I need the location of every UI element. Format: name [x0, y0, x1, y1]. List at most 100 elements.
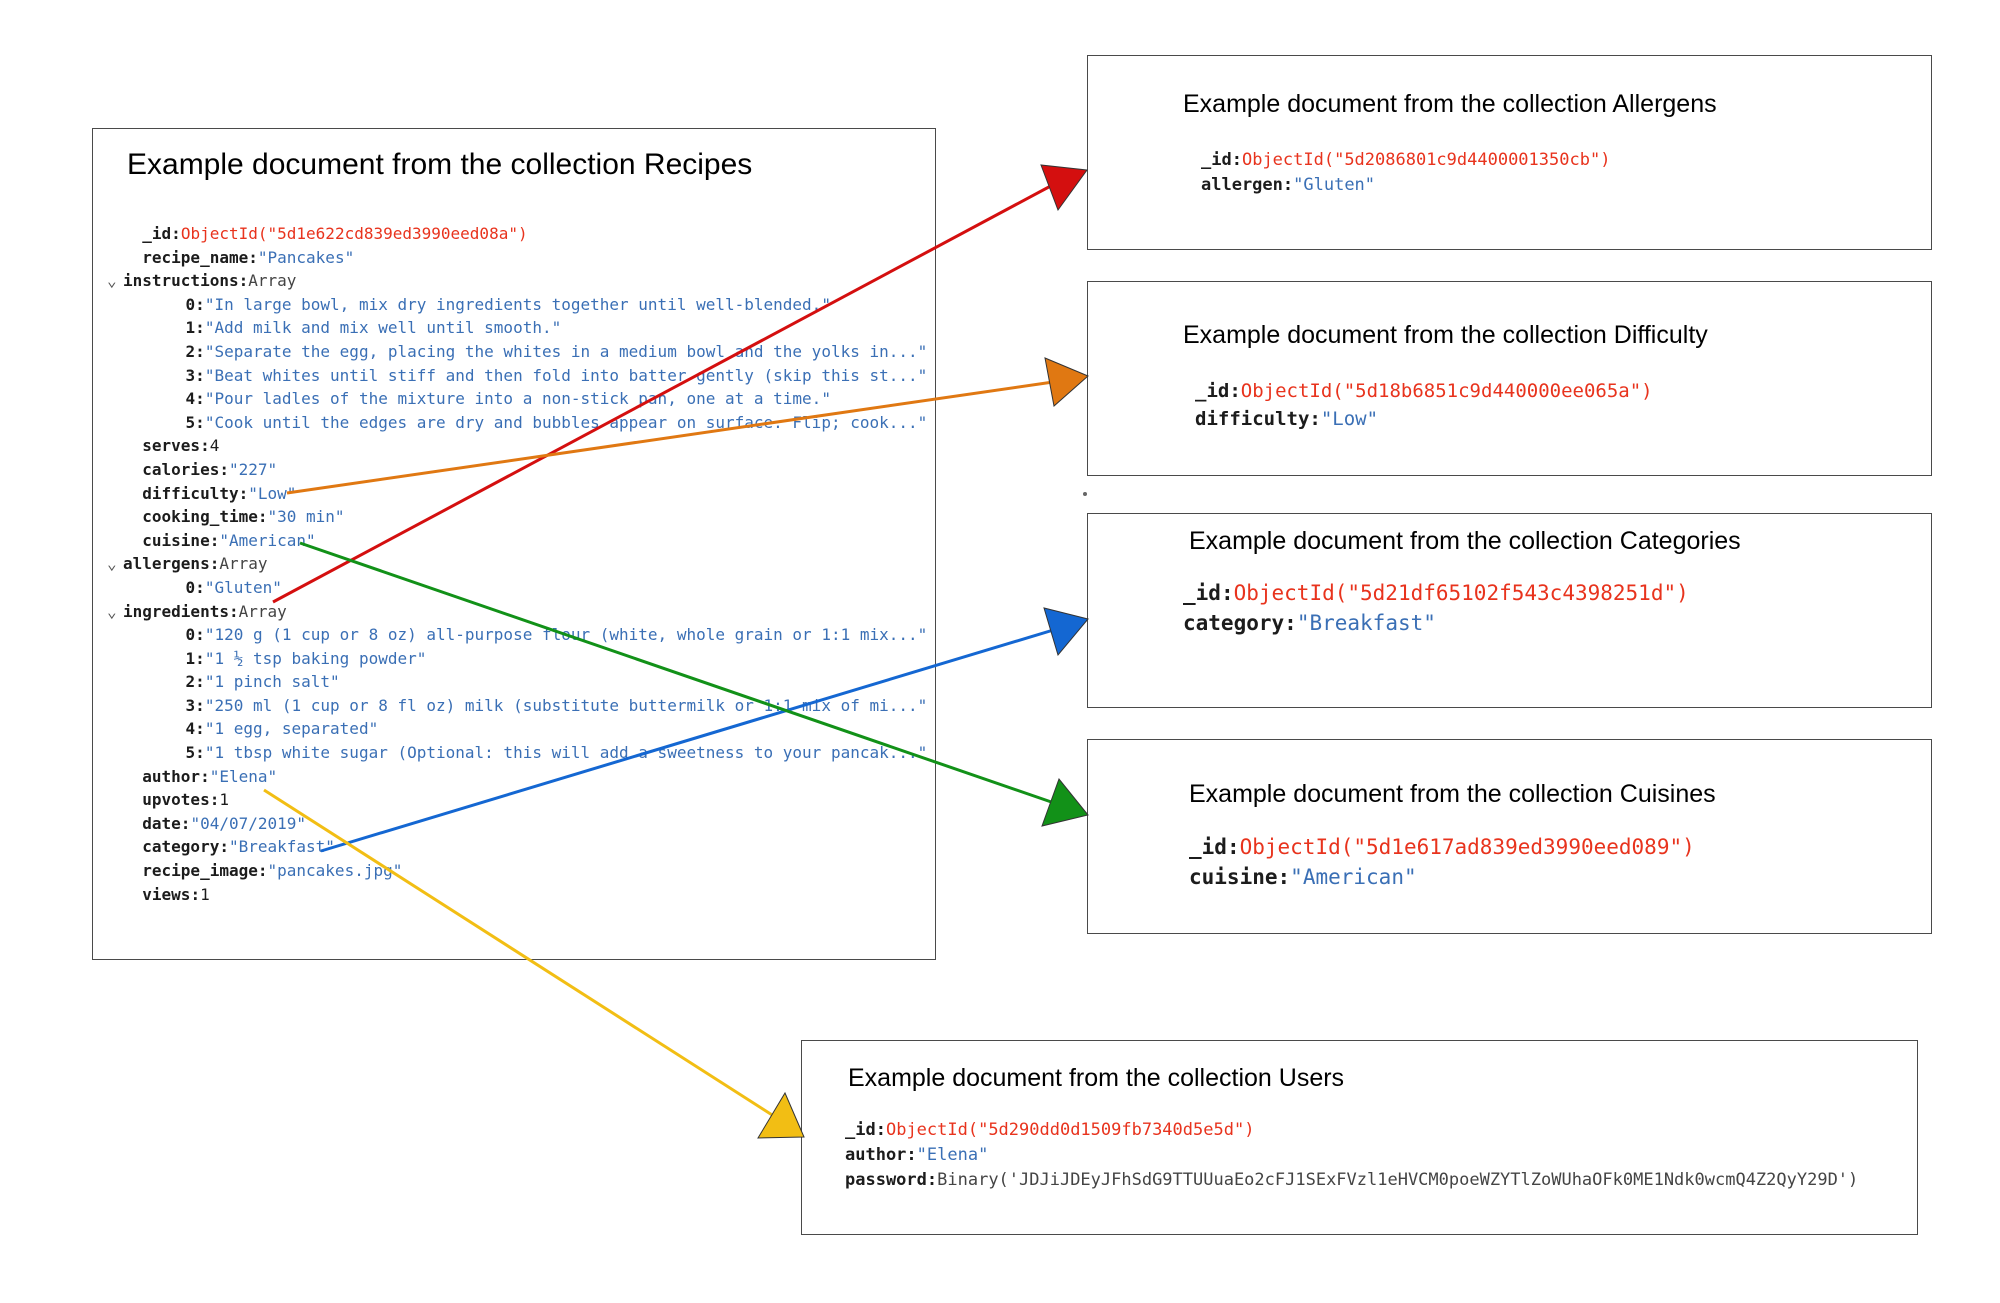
field-value: ObjectId("5d1e622cd839ed3990eed08a")	[180, 224, 528, 243]
field-value: "In large bowl, mix dry ingredients toge…	[204, 294, 831, 314]
field-value: "Breakfast"	[228, 837, 335, 857]
indent-spacer	[147, 649, 186, 668]
field-colon: :	[195, 672, 205, 692]
field-value: "250 ml (1 cup or 8 fl oz) milk (substit…	[204, 695, 928, 715]
field-value: "1 ½ tsp baking powder"	[204, 648, 427, 668]
field-value: Array	[219, 554, 268, 574]
indent-spacer	[147, 672, 186, 691]
field-key: cuisine	[1189, 865, 1278, 889]
recipes-field-line: upvotes:1	[123, 788, 927, 812]
field-key: 1	[185, 318, 196, 338]
field-key: upvotes	[142, 790, 210, 810]
field-key: recipe_image	[142, 861, 258, 881]
field-key: _id	[1189, 835, 1227, 859]
field-key: 5	[185, 412, 196, 432]
field-value: "Breakfast"	[1296, 611, 1436, 635]
indent-spacer	[123, 507, 142, 526]
field-value: 4	[209, 436, 220, 456]
indent-spacer	[147, 318, 186, 337]
field-value: "Beat whites until stiff and then fold i…	[204, 365, 928, 385]
indent-spacer	[123, 861, 142, 880]
indent-spacer	[147, 342, 186, 361]
field-colon: :	[926, 1170, 938, 1190]
field-key: cooking_time	[142, 507, 258, 527]
expand-chevron-icon[interactable]: ⌄	[107, 554, 117, 574]
field-key: _id	[845, 1120, 876, 1140]
field-colon: :	[200, 766, 210, 786]
field-key: 1	[185, 648, 196, 668]
cuisines-document: _id:ObjectId("5d1e617ad839ed3990eed089")…	[1189, 832, 1695, 892]
recipes-field-line: 5:"Cook until the edges are dry and bubb…	[123, 411, 928, 435]
field-value: "Pour ladles of the mixture into a non-s…	[204, 389, 831, 409]
difficulty-arrowhead	[1044, 357, 1089, 407]
field-value: "Low"	[248, 483, 297, 503]
field-colon: :	[228, 601, 239, 621]
users-field-line: password:Binary('JDJiJDEyJFhSdG9TTUUuaEo…	[845, 1168, 1858, 1193]
recipes-field-line: 5:"1 tbsp white sugar (Optional: this wi…	[123, 741, 928, 765]
field-value: 1	[200, 884, 210, 904]
field-colon: :	[195, 577, 205, 597]
field-key: allergens	[123, 554, 210, 574]
field-key: 5	[185, 743, 196, 763]
field-key: views	[142, 884, 191, 904]
field-value: "Elena"	[916, 1145, 989, 1165]
recipes-field-line: category:"Breakfast"	[123, 835, 927, 859]
recipes-field-line: 1:"Add milk and mix well until smooth."	[123, 316, 927, 340]
field-colon: :	[906, 1145, 917, 1165]
expand-chevron-icon[interactable]: ⌄	[107, 601, 117, 621]
field-value: ObjectId("5d2086801c9d4400001350cb")	[1241, 150, 1611, 170]
categories-field-line: _id:ObjectId("5d21df65102f543c4398251d")	[1183, 578, 1689, 608]
field-colon: :	[195, 648, 205, 668]
indent-spacer	[147, 743, 186, 762]
cuisines-arrowhead	[1041, 777, 1089, 827]
field-key: _id	[142, 224, 172, 243]
difficulty-field-line: difficulty:"Low"	[1195, 405, 1653, 433]
expand-chevron-icon[interactable]: ⌄	[107, 271, 117, 291]
indent-spacer	[147, 719, 186, 738]
recipes-field-line: recipe_name:"Pancakes"	[123, 246, 927, 270]
indent-spacer	[123, 837, 142, 856]
field-colon: :	[195, 412, 205, 432]
field-colon: :	[195, 341, 205, 361]
field-colon: :	[1229, 380, 1241, 402]
indent-spacer	[123, 814, 142, 833]
allergens-document: _id:ObjectId("5d2086801c9d4400001350cb")…	[1201, 148, 1610, 198]
recipes-field-line: 0:"Gluten"	[123, 576, 927, 600]
field-key: allergen	[1201, 175, 1283, 195]
field-value: ObjectId("5d18b6851c9d440000ee065a")	[1240, 380, 1653, 402]
field-value: "227"	[228, 459, 278, 479]
indent-spacer	[123, 790, 142, 809]
field-colon: :	[1277, 865, 1291, 889]
allergens-arrowhead	[1040, 164, 1088, 212]
field-colon: :	[195, 389, 205, 409]
field-colon: :	[1309, 408, 1321, 430]
recipes-field-line: _id:ObjectId("5d1e622cd839ed3990eed08a")	[123, 222, 927, 246]
field-value: Array	[248, 271, 297, 291]
field-colon: :	[238, 271, 249, 291]
indent-spacer	[123, 484, 142, 503]
field-value: "30 min"	[267, 507, 345, 527]
indent-spacer	[147, 389, 186, 408]
field-value: "Separate the egg, placing the whites in…	[204, 341, 928, 361]
field-colon: :	[195, 719, 205, 739]
stray-dot	[1083, 492, 1087, 496]
categories-document: _id:ObjectId("5d21df65102f543c4398251d")…	[1183, 578, 1689, 638]
field-key: 4	[185, 719, 196, 739]
cuisines-field-line: cuisine:"American"	[1189, 862, 1695, 892]
field-value: "1 tbsp white sugar (Optional: this will…	[204, 743, 928, 763]
recipes-field-line: 3:"250 ml (1 cup or 8 fl oz) milk (subst…	[123, 694, 928, 718]
recipes-field-line: author:"Elena"	[123, 765, 927, 789]
field-key: _id	[1195, 380, 1230, 402]
indent-spacer	[147, 366, 186, 385]
recipes-document: _id:ObjectId("5d1e622cd839ed3990eed08a")…	[107, 222, 928, 906]
users-field-line: _id:ObjectId("5d290dd0d1509fb7340d5e5d")	[845, 1118, 1858, 1143]
field-key: 2	[185, 672, 196, 692]
field-key: serves	[142, 436, 201, 456]
field-key: date	[142, 813, 181, 833]
field-value: "Cook until the edges are dry and bubble…	[204, 412, 928, 432]
field-colon: :	[1226, 835, 1240, 859]
field-value: "Add milk and mix well until smooth."	[204, 318, 562, 338]
field-key: calories	[142, 459, 220, 479]
recipes-field-line: recipe_image:"pancakes.jpg"	[123, 859, 927, 883]
recipes-field-line: ⌄instructions:Array	[107, 269, 927, 293]
